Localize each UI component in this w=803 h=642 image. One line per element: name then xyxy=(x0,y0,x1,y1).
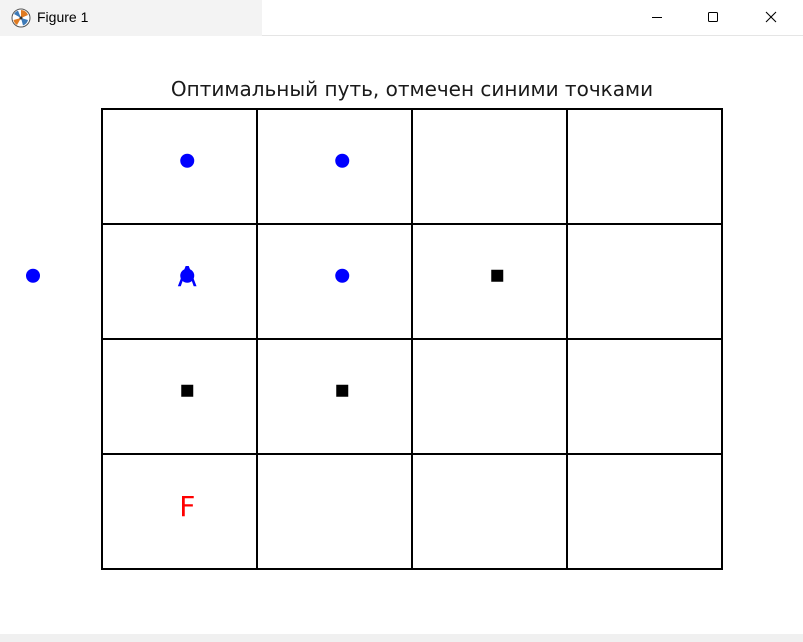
path-point-0 xyxy=(180,153,195,168)
chart-marks: FA xyxy=(26,153,504,523)
path-point-3 xyxy=(335,268,350,283)
titlebar-tab-area xyxy=(0,0,262,36)
grid-cell-r0-c3 xyxy=(566,108,723,225)
grid-cell-r1-c1 xyxy=(256,223,413,340)
grid-cell-r0-c1 xyxy=(256,108,413,225)
grid-cell-r3-c2 xyxy=(411,453,568,570)
obstacle-marker-0 xyxy=(491,269,504,282)
window-titlebar[interactable]: Figure 1 xyxy=(0,0,803,36)
grid-cell-r2-c3 xyxy=(566,338,723,455)
grid-cell-r2-c1 xyxy=(256,338,413,455)
matplotlib-icon xyxy=(11,8,31,28)
path-point-1 xyxy=(335,153,350,168)
path-point-4 xyxy=(26,268,40,283)
chart-title: Оптимальный путь, отмечен синими точками xyxy=(171,77,653,101)
grid-cell-r3-c3 xyxy=(566,453,723,570)
figure-canvas: Оптимальный путь, отмечен синими точками… xyxy=(26,77,723,570)
close-icon xyxy=(765,11,777,23)
grid-cell-r2-c0 xyxy=(101,338,258,455)
path-point-2 xyxy=(180,268,195,283)
grid-cell-r3-c1 xyxy=(256,453,413,570)
grid-cell-r0-c2 xyxy=(411,108,568,225)
titlebar-divider xyxy=(262,35,803,36)
finish-label: F xyxy=(179,490,195,523)
minimize-button[interactable] xyxy=(628,0,686,34)
obstacle-marker-2 xyxy=(336,384,349,397)
grid xyxy=(101,108,723,570)
grid-cell-r0-c0 xyxy=(101,108,258,225)
maximize-button[interactable] xyxy=(684,0,742,34)
window-title: Figure 1 xyxy=(37,9,89,25)
close-button[interactable] xyxy=(742,0,800,34)
grid-cell-r1-c3 xyxy=(566,223,723,340)
grid-cell-r2-c2 xyxy=(411,338,568,455)
maximize-icon xyxy=(708,12,718,22)
grid-cell-r1-c2 xyxy=(411,223,568,340)
obstacle-marker-1 xyxy=(181,384,194,397)
minimize-icon xyxy=(652,17,662,18)
window-bottom-edge xyxy=(0,634,803,642)
